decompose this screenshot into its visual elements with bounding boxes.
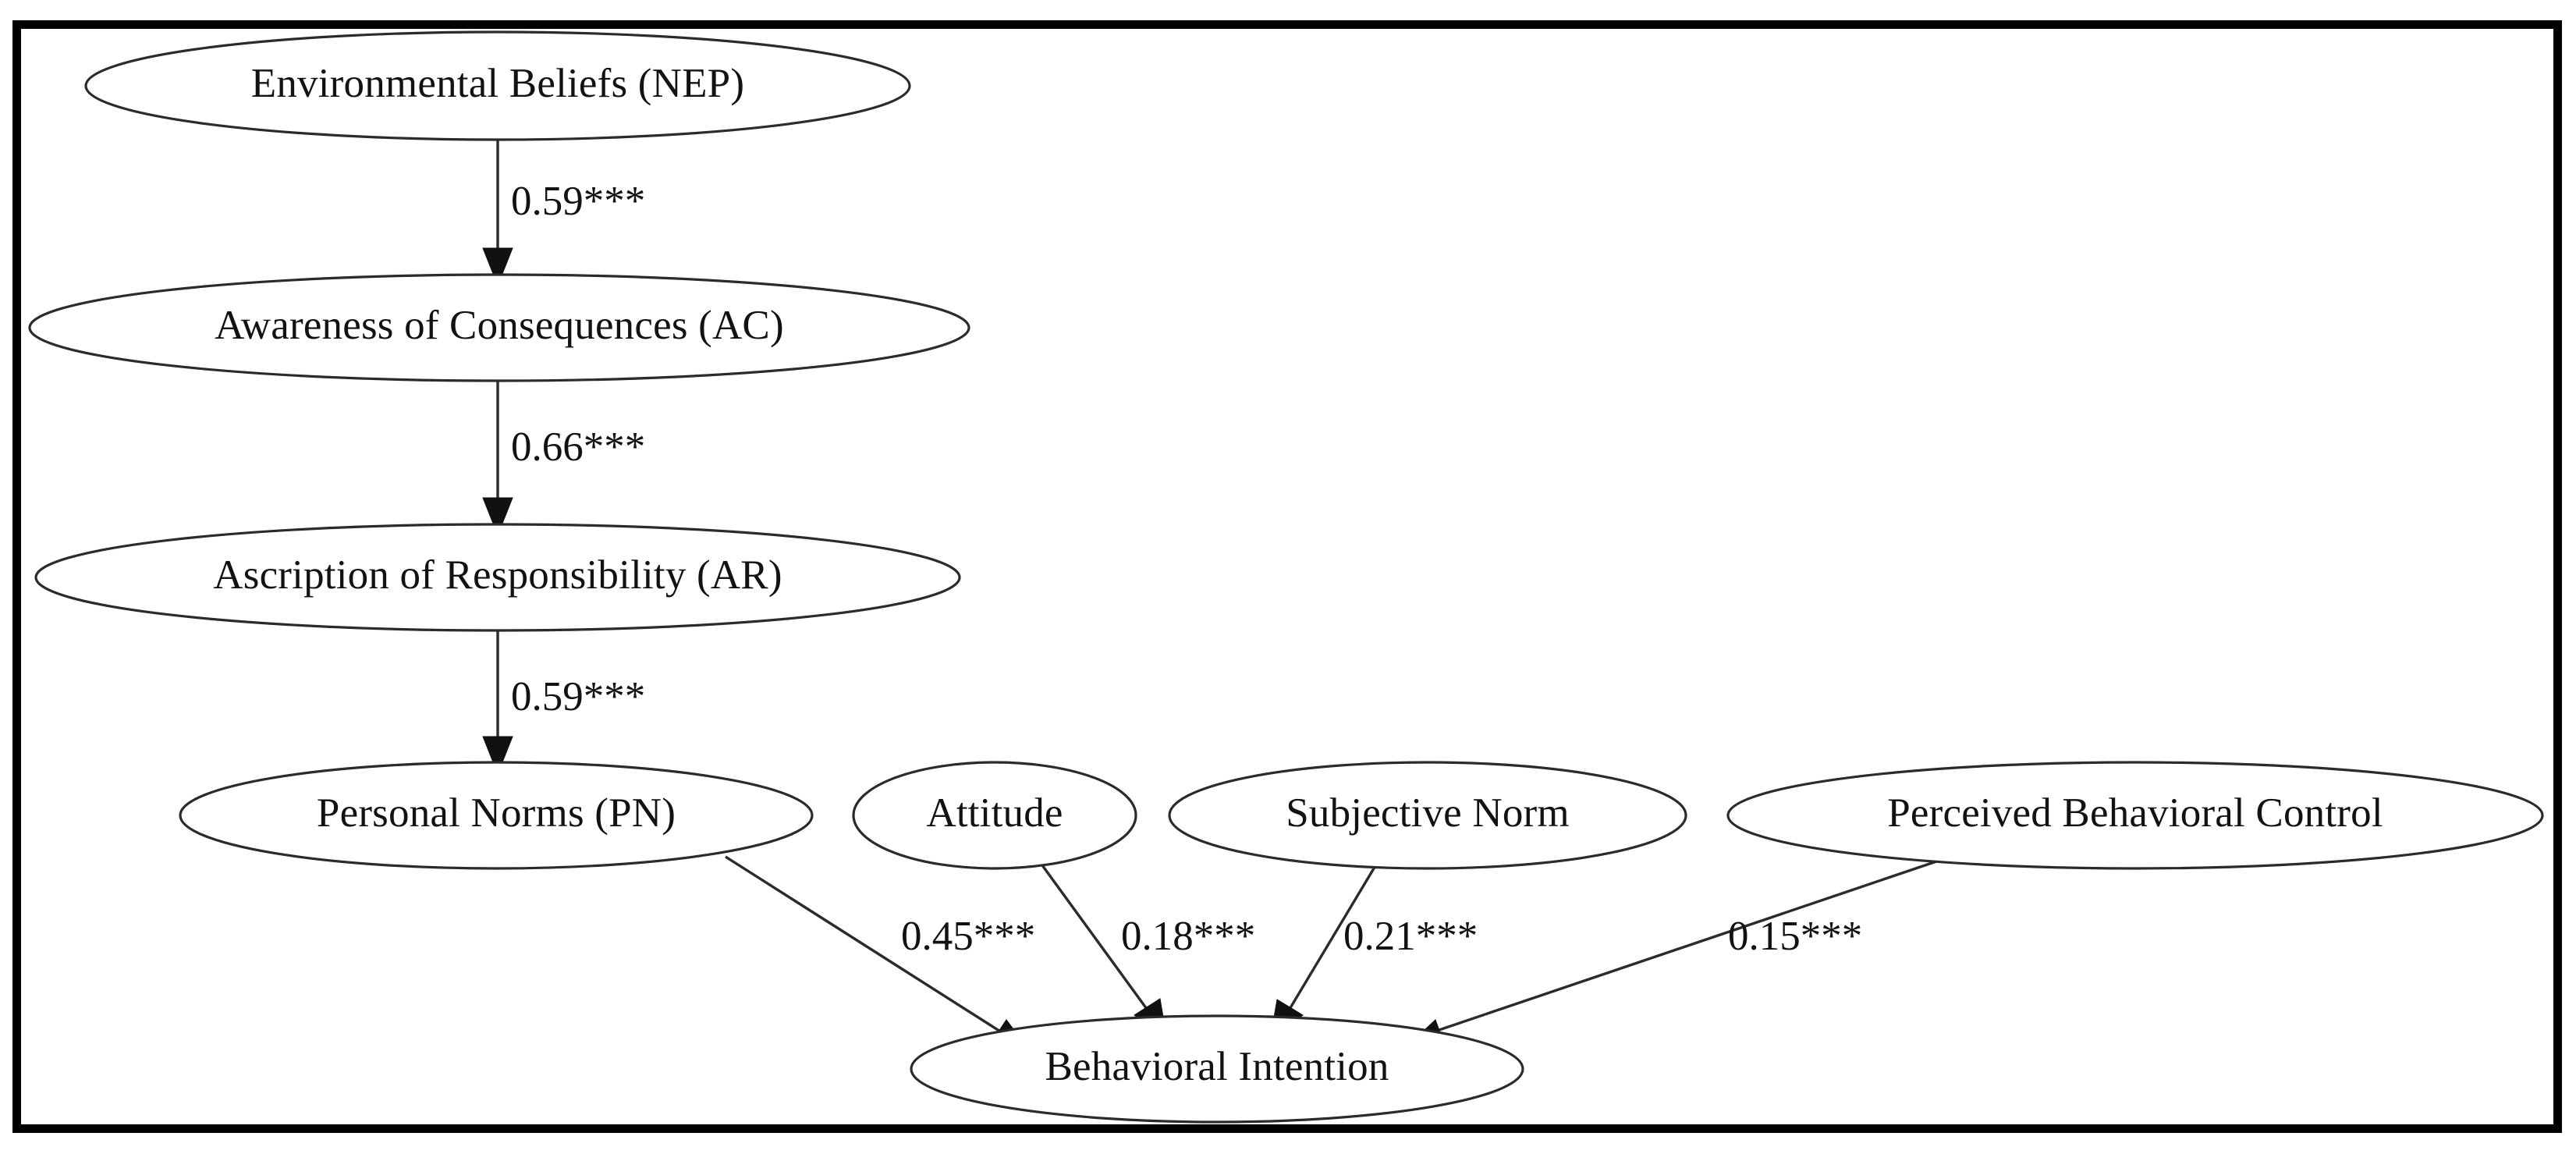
node-shape-ellipse xyxy=(179,761,814,870)
node-subjective-norm[interactable]: Subjective Norm xyxy=(1168,761,1687,870)
node-label-ar: Ascription of Responsibility (AR) xyxy=(213,552,782,598)
arrowhead-icon xyxy=(482,736,513,776)
figure-border xyxy=(12,20,2562,1133)
edge-pn-to-bi: 0.45*** xyxy=(725,855,1035,1052)
node-ascription-of-responsibility[interactable]: Ascription of Responsibility (AR) xyxy=(34,523,961,632)
arrowhead-icon xyxy=(482,497,513,537)
edge-label-att-bi: 0.18*** xyxy=(1121,914,1255,959)
edge-line xyxy=(1034,855,1152,1016)
arrowhead-icon xyxy=(482,247,513,287)
node-environmental-beliefs[interactable]: Environmental Beliefs (NEP) xyxy=(84,30,911,141)
node-shape-ellipse xyxy=(852,761,1137,870)
edge-label-ac-ar: 0.66*** xyxy=(511,424,645,470)
node-label-pbc: Perceived Behavioral Control xyxy=(1887,790,2383,836)
node-label-nep: Environmental Beliefs (NEP) xyxy=(251,61,744,106)
node-shape-ellipse xyxy=(34,523,961,632)
edge-label-pn-bi: 0.45*** xyxy=(901,914,1035,959)
node-attitude[interactable]: Attitude xyxy=(852,761,1137,870)
edge-ar-to-pn: 0.59*** xyxy=(482,630,645,776)
node-shape-ellipse xyxy=(1168,761,1687,870)
node-behavioral-intention[interactable]: Behavioral Intention xyxy=(910,1014,1524,1124)
node-label-attitude: Attitude xyxy=(926,790,1063,836)
node-label-subjective-norm: Subjective Norm xyxy=(1286,790,1570,836)
edge-label-pbc-bi: 0.15*** xyxy=(1728,914,1862,959)
edge-attitude-to-bi: 0.18*** xyxy=(1034,855,1255,1042)
edge-pbc-to-bi: 0.15*** xyxy=(1400,855,1951,1052)
edge-nep-to-ac: 0.59*** xyxy=(482,140,645,287)
node-perceived-behavioral-control[interactable]: Perceived Behavioral Control xyxy=(1726,761,2544,870)
edge-ac-to-ar: 0.66*** xyxy=(482,381,645,537)
edge-label-nep-ac: 0.59*** xyxy=(511,179,645,224)
edge-line xyxy=(725,855,1005,1035)
node-label-pn: Personal Norms (PN) xyxy=(317,790,676,836)
node-shape-ellipse xyxy=(84,30,911,141)
node-shape-ellipse xyxy=(910,1014,1524,1124)
node-awareness-of-consequences[interactable]: Awareness of Consequences (AC) xyxy=(28,273,970,382)
edge-label-ar-pn: 0.59*** xyxy=(511,674,645,719)
node-label-bi: Behavioral Intention xyxy=(1045,1044,1389,1089)
node-personal-norms[interactable]: Personal Norms (PN) xyxy=(179,761,814,870)
edge-label-sn-bi: 0.21*** xyxy=(1343,914,1478,959)
node-shape-ellipse xyxy=(1726,761,2544,870)
node-shape-ellipse xyxy=(28,273,970,382)
edge-line xyxy=(1285,856,1382,1015)
edge-subjective-norm-to-bi: 0.21*** xyxy=(1269,856,1478,1042)
edge-line xyxy=(1427,855,1951,1035)
node-label-ac: Awareness of Consequences (AC) xyxy=(215,303,784,348)
